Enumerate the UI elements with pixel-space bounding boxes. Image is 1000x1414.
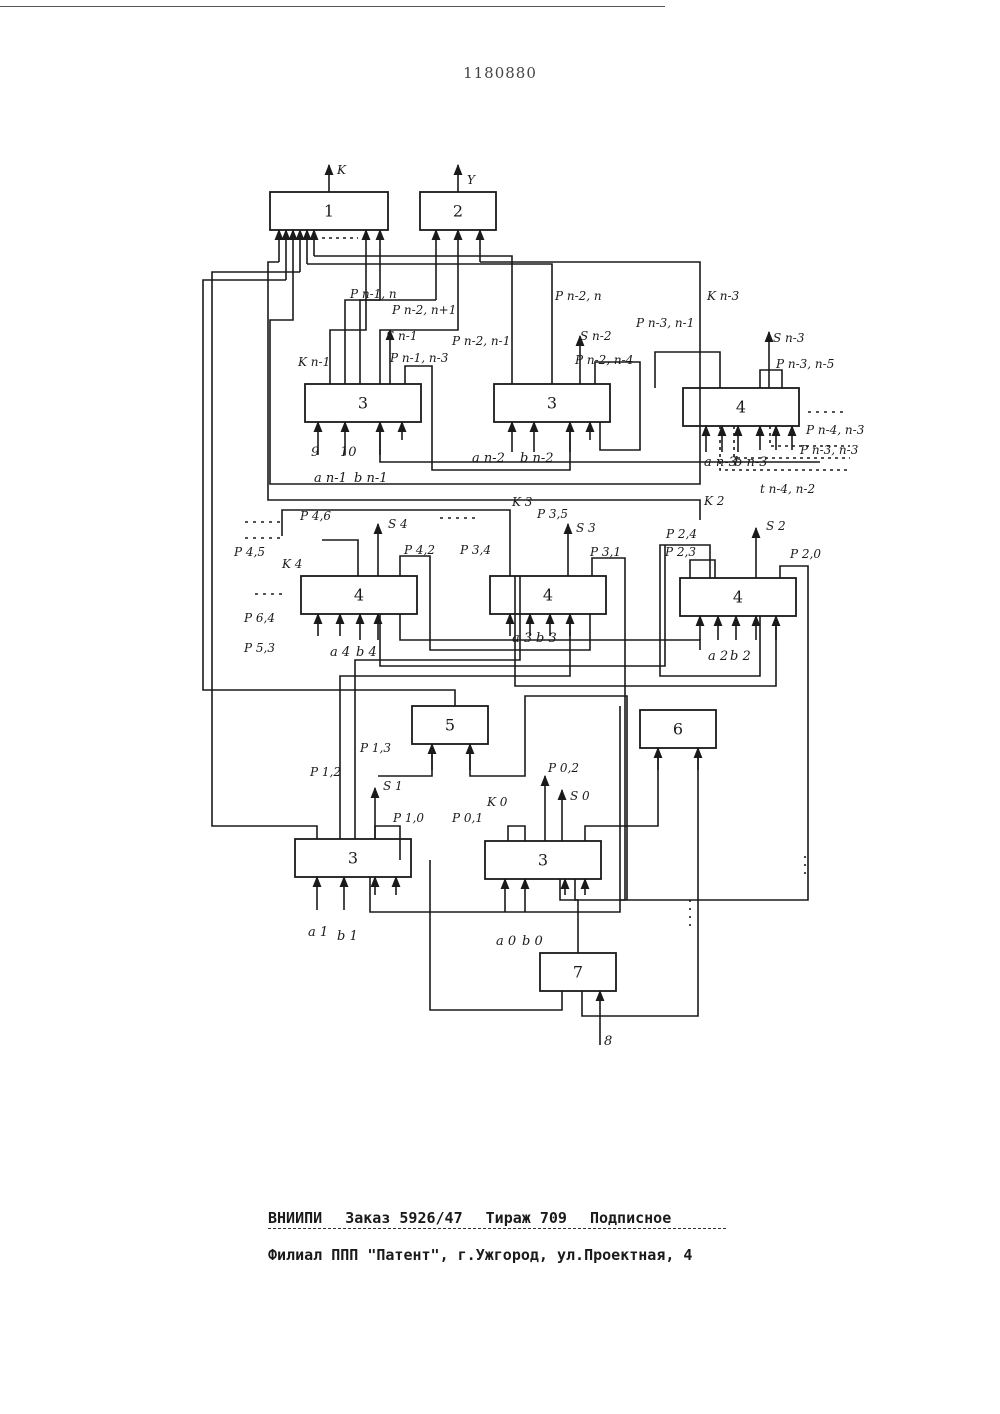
imprint-separator (268, 1228, 726, 1229)
label-p-13: P 1,3 (359, 741, 391, 755)
input-b-0: b 0 (522, 934, 543, 949)
svg-text:5: 5 (445, 716, 455, 735)
label-s-0: S 0 (570, 789, 590, 803)
svg-text:4: 4 (736, 398, 746, 417)
block-4-mid-right: 4 (680, 578, 796, 616)
label-p-20: P 2,0 (789, 547, 821, 561)
imprint-order: Заказ 5926/47 (345, 1209, 462, 1227)
label-p-42: P 4,2 (403, 543, 435, 557)
block-4-mid-left: 4 (301, 576, 417, 614)
label-s-n1: S n-1 (386, 329, 417, 343)
label-p-34: P 3,4 (459, 543, 491, 557)
label-in-9: 9 (311, 445, 319, 460)
output-k-label: K (336, 163, 347, 177)
input-a-n1: a n-1 (314, 471, 347, 486)
label-p-10: P 1,0 (392, 811, 424, 825)
input-b-1: b 1 (337, 929, 358, 944)
svg-text:2: 2 (453, 202, 463, 221)
label-p-n3-n5: P n-3, n-5 (775, 357, 834, 371)
svg-text:3: 3 (348, 849, 358, 868)
imprint: ВНИИПИ Заказ 5926/47 Тираж 709 Подписное… (268, 1200, 702, 1274)
imprint-circulation: Тираж 709 (486, 1209, 567, 1227)
label-p-n2-n4: P n-2, n-4 (574, 353, 633, 367)
block-3-bottom-left: 3 (295, 839, 411, 877)
block-3-top-left: 3 (305, 384, 421, 422)
input-a-1: a 1 (308, 925, 328, 940)
label-p-53: P 5,3 (243, 641, 275, 655)
label-k-2: K 2 (703, 494, 724, 508)
input-a-2: a 2 (708, 649, 728, 664)
svg-text:3: 3 (538, 851, 548, 870)
block-7: 7 (540, 953, 616, 991)
imprint-row-2: Филиал ППП "Патент", г.Ужгород, ул.Проек… (268, 1237, 702, 1274)
label-p-46: P 4,6 (299, 509, 331, 523)
block-1: 1 (270, 192, 388, 230)
input-b-n2: b n-2 (520, 451, 554, 466)
label-s-4: S 4 (388, 517, 408, 531)
input-a-4: a 4 (330, 645, 350, 660)
svg-text:6: 6 (673, 720, 683, 739)
label-s-2: S 2 (766, 519, 786, 533)
input-b-n1: b n-1 (354, 471, 388, 486)
block-3-bottom-right: 3 (485, 841, 601, 879)
label-t-n4-n2: t n-4, n-2 (760, 482, 815, 496)
block-2: 2 (420, 192, 496, 230)
label-p-n4-n3: P n-4, n-3 (805, 423, 865, 437)
label-p-45: P 4,5 (233, 545, 265, 559)
input-a-3: a 3 (512, 631, 532, 646)
label-s-1: S 1 (383, 779, 403, 793)
label-p-31: P 3,1 (589, 545, 621, 559)
label-p-n2-n1: P n-2, n+1 (391, 303, 456, 317)
label-p-n3-n3: P n-3, n-3 (799, 443, 859, 457)
label-k-0: K 0 (486, 795, 508, 809)
label-p-35: P 3,5 (536, 507, 568, 521)
label-k-3: K 3 (511, 495, 533, 509)
label-p-n1-n: P n-1, n (349, 287, 397, 301)
label-p-64: P 6,4 (243, 611, 275, 625)
imprint-type: Подписное (590, 1209, 671, 1227)
svg-text:4: 4 (733, 588, 743, 607)
block-5: 5 (412, 706, 488, 744)
label-in-8: 8 (604, 1034, 612, 1049)
label-k-n3: K n-3 (706, 289, 740, 303)
output-y-label: Y (467, 173, 476, 187)
svg-text:7: 7 (573, 963, 583, 982)
label-p-01: P 0,1 (451, 811, 483, 825)
input-b-2: b 2 (730, 649, 751, 664)
input-a-n2: a n-2 (472, 451, 505, 466)
label-p-n1-n3: P n-1, n-3 (389, 351, 449, 365)
imprint-row-1: ВНИИПИ Заказ 5926/47 Тираж 709 Подписное (268, 1200, 702, 1237)
label-p-23: P 2,3 (664, 545, 696, 559)
label-p-24: P 2,4 (665, 527, 697, 541)
imprint-org: ВНИИПИ (268, 1209, 322, 1227)
label-s-n3: S n-3 (773, 331, 805, 345)
label-k-n1: K n-1 (297, 355, 330, 369)
input-a-0: a 0 (496, 934, 516, 949)
input-b-3: b 3 (536, 631, 557, 646)
label-s-n2: S n-2 (580, 329, 611, 343)
svg-text:3: 3 (547, 394, 557, 413)
imprint-branch: Филиал ППП "Патент", г.Ужгород, ул.Проек… (268, 1246, 692, 1264)
label-p-n2-n1b: P n-2, n-1 (451, 334, 510, 348)
block-6: 6 (640, 710, 716, 748)
output-arrows (329, 165, 458, 192)
svg-text:3: 3 (358, 394, 368, 413)
label-p-n2-n: P n-2, n (554, 289, 602, 303)
svg-text:4: 4 (354, 586, 364, 605)
input-a-n3: a n-3 (704, 455, 737, 470)
label-s-3: S 3 (576, 521, 596, 535)
input-b-4: b 4 (356, 645, 377, 660)
svg-text:4: 4 (543, 586, 553, 605)
label-k-4: K 4 (281, 557, 302, 571)
block-3-top-mid: 3 (494, 384, 610, 422)
label-p-n3-n1: P n-3, n-1 (635, 316, 694, 330)
block-4-mid-mid: 4 (490, 576, 606, 614)
svg-text:1: 1 (324, 202, 334, 221)
label-in-10: 10 (340, 445, 357, 460)
label-p-12: P 1,2 (309, 765, 341, 779)
label-p-02: P 0,2 (547, 761, 579, 775)
input-b-n3: b n-3 (734, 455, 768, 470)
